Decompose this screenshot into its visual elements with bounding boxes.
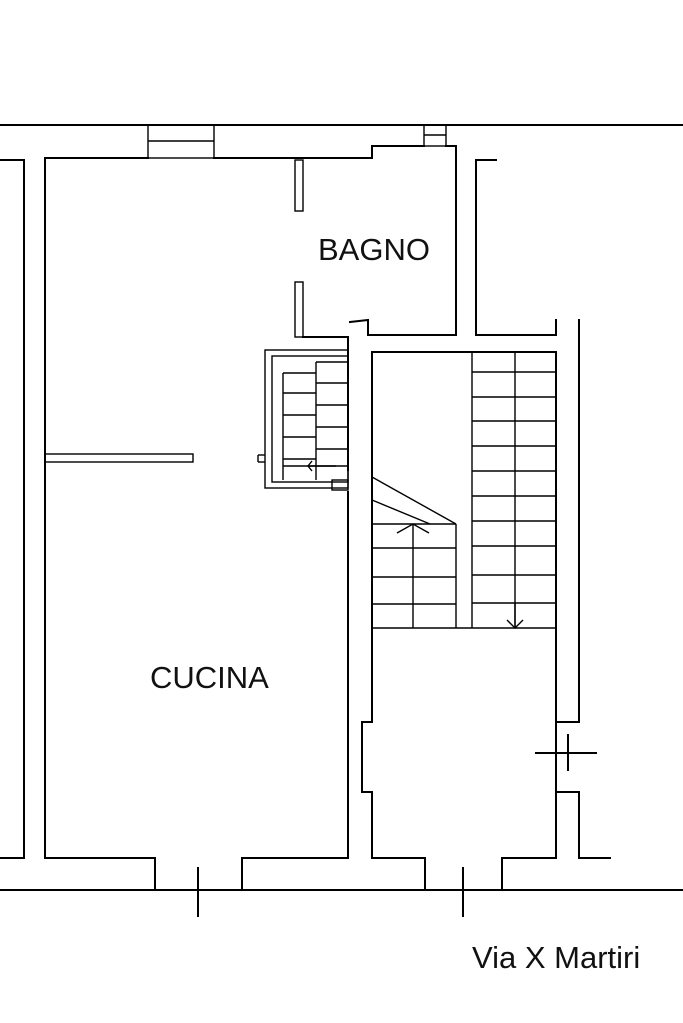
interior-walls [44,145,611,891]
window-top-right [423,124,447,147]
street-label: Via X Martiri [472,940,640,975]
small-staircase [257,349,349,489]
main-staircase [331,352,556,629]
outer-walls [0,124,683,891]
window-top-left [147,124,215,159]
room-label-cucina: CUCINA [150,660,269,695]
entrance-marks [197,867,464,917]
room-label-bagno: BAGNO [318,232,430,267]
